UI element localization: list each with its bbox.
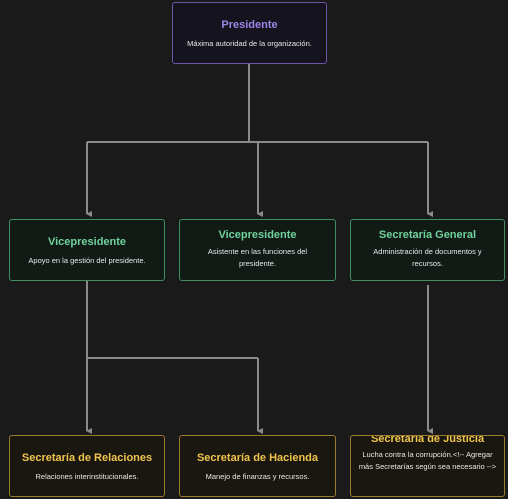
node-secretaria-relaciones: Secretaría de Relaciones Relaciones inte… (9, 435, 165, 497)
node-vice1-desc: Apoyo en la gestión del presidente. (28, 256, 146, 265)
node-vicepresidente-2: Vicepresidente Asistente en las funcione… (179, 219, 336, 281)
node-vice2-title: Vicepresidente (218, 229, 297, 241)
node-secretaria-justicia: Secretaría de Justicia Lucha contra la c… (350, 435, 505, 497)
node-relaciones-desc: Relaciones interinstitucionales. (35, 472, 139, 481)
node-secretaria-general: Secretaría General Administración de doc… (350, 219, 505, 281)
node-hacienda-title: Secretaría de Hacienda (196, 452, 319, 464)
node-secretaria-hacienda: Secretaría de Hacienda Manejo de finanza… (179, 435, 336, 497)
node-secgeneral-title: Secretaría General (378, 229, 477, 241)
node-vice1-title: Vicepresidente (47, 236, 127, 248)
node-hacienda-desc: Manejo de finanzas y recursos. (205, 472, 310, 481)
node-vice2-desc: Asistente en las funciones del president… (207, 247, 308, 268)
node-secgeneral-desc: Administración de documentos y recursos. (373, 247, 482, 268)
node-presidente-desc: Máxima autoridad de la organización. (187, 39, 312, 48)
node-relaciones-title: Secretaría de Relaciones (21, 452, 153, 464)
node-justicia-title: Secretaría de Justicia (370, 435, 485, 445)
node-vicepresidente-1: Vicepresidente Apoyo en la gestión del p… (9, 219, 165, 281)
node-justicia-desc: Lucha contra la corrupción.<!-- Agregar … (358, 450, 497, 471)
node-presidente: Presidente Máxima autoridad de la organi… (172, 2, 327, 64)
node-presidente-title: Presidente (221, 19, 278, 31)
